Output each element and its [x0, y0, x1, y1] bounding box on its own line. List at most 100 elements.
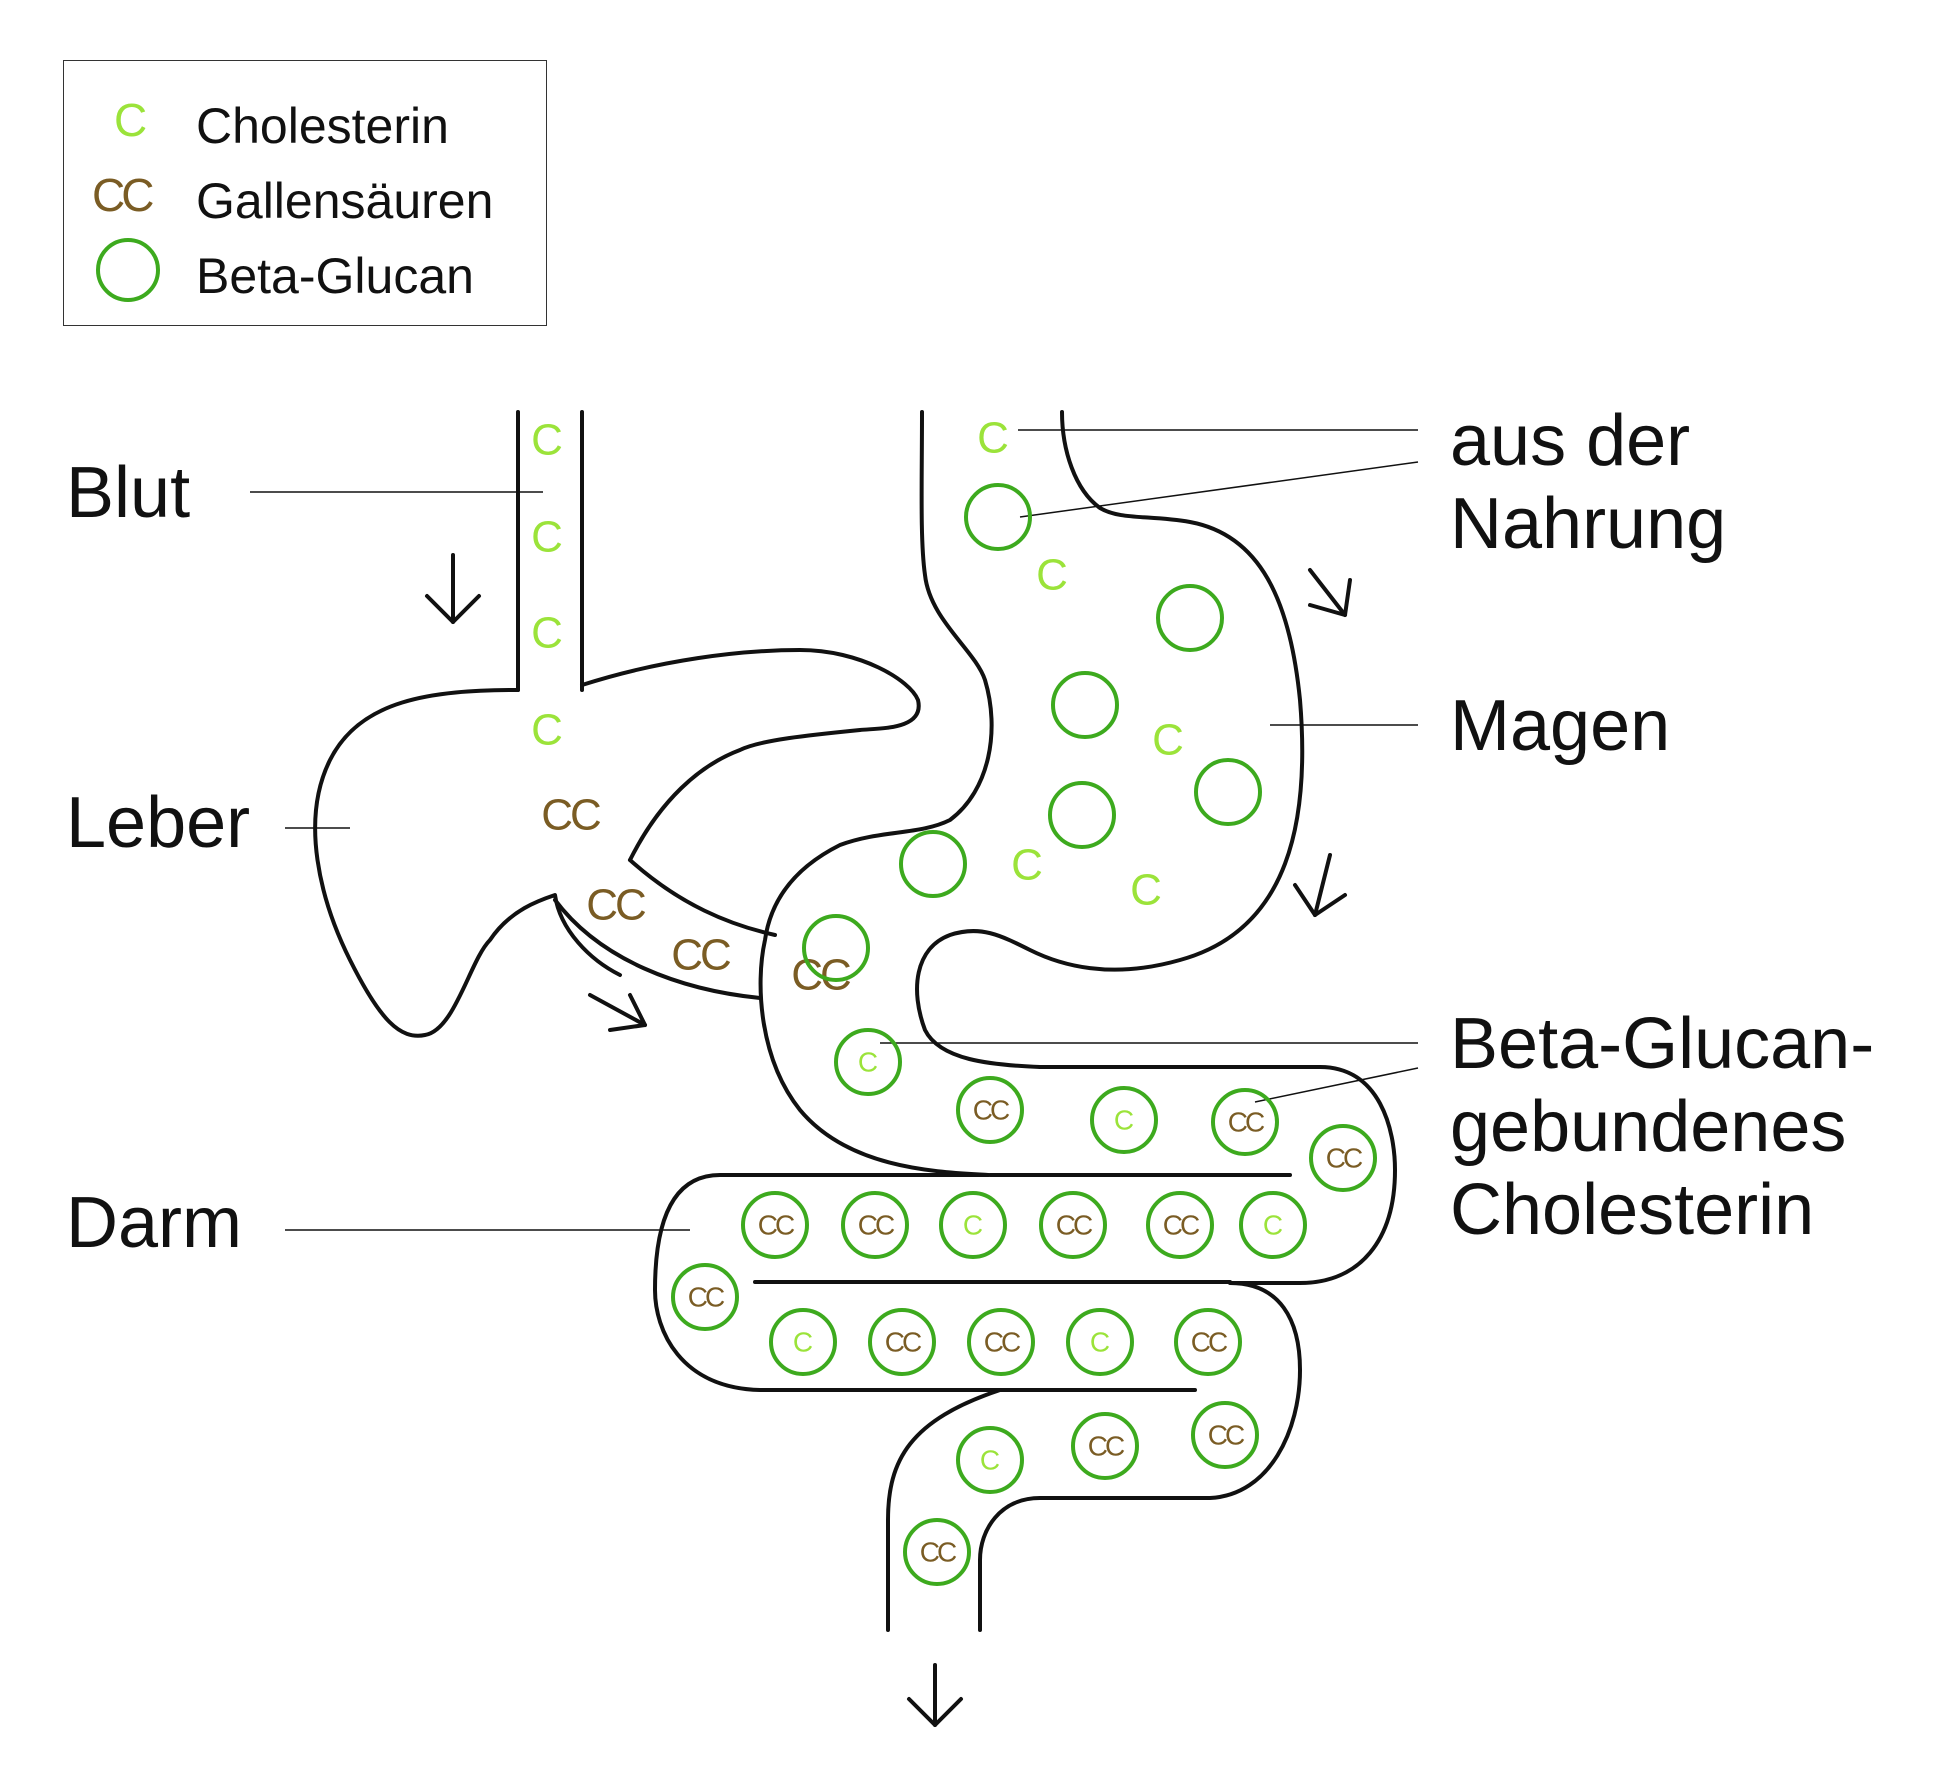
legend-bile-acid-label: Gallensäuren: [196, 173, 494, 229]
bound-bile-acid-glyph: CC: [1228, 1107, 1265, 1138]
legend-row-beta-glucan: Beta-Glucan: [64, 238, 546, 304]
cholesterol-molecule: C: [531, 513, 563, 562]
cholesterol-molecule: C: [531, 706, 563, 755]
legend-bile-acid-glyph: CC: [92, 169, 154, 221]
beta-glucan-bound-bile-acid: [1211, 1088, 1279, 1156]
bound-cholesterol-glyph: C: [980, 1445, 1000, 1476]
bile-acid-molecule: CC: [586, 881, 646, 930]
beta-glucan-molecule: [964, 483, 1032, 551]
beta-glucan-bound-bile-acid: [841, 1191, 909, 1259]
bound-cholesterol-glyph: C: [1263, 1210, 1283, 1241]
beta-glucan-symbol-icon: [92, 238, 162, 302]
bound-bile-acid-glyph: CC: [858, 1210, 895, 1241]
bound-bile-acid-glyph: CC: [1208, 1420, 1245, 1451]
cholesterol-molecule: C: [1011, 841, 1043, 890]
beta-glucan-bound-bile-acid: [1071, 1412, 1139, 1480]
intestine-lower-left: [886, 1388, 1002, 1632]
label-intestine-text: Darm: [66, 1183, 242, 1263]
legend: C Cholesterin CC Gallensäuren Beta-Gluca…: [63, 60, 547, 326]
label-liver-text: Leber: [66, 783, 251, 863]
intestine-top-loop: [978, 1065, 1397, 1632]
label-bound-line3: Cholesterin: [1450, 1169, 1815, 1250]
beta-glucan-molecule: [899, 830, 967, 898]
leader-bound-2: [1254, 1067, 1419, 1103]
beta-glucan-bound-cholesterol: [1066, 1308, 1134, 1376]
cholesterol-molecule: C: [977, 414, 1009, 463]
cholesterol-molecule: C: [531, 609, 563, 658]
cholesterol-molecule: C: [1036, 551, 1068, 600]
intestine-middle-band: [653, 1173, 1197, 1392]
bound-bile-acid-glyph: CC: [885, 1327, 922, 1358]
flow-arrows: [425, 553, 1352, 1727]
label-stomach: Magen: [1450, 685, 1670, 768]
beta-glucan-bound-cholesterol: [834, 1028, 902, 1096]
bile-acid-symbol-icon: CC: [92, 166, 162, 226]
bile-acid-molecule: CC: [671, 931, 731, 980]
beta-glucan-molecule: [1048, 781, 1116, 849]
bile-duct-lower: [553, 898, 762, 1000]
legend-row-cholesterol: C Cholesterin: [64, 91, 546, 154]
beta-glucan-bound-bile-acid: [956, 1076, 1024, 1144]
label-food-line2: Nahrung: [1450, 483, 1727, 564]
beta-glucan-bound-bile-acid: [1039, 1191, 1107, 1259]
arrow-down-blood-icon: [425, 553, 481, 624]
label-food-line1: aus der: [1450, 401, 1691, 481]
beta-glucan-bound-bile-acid: [967, 1308, 1035, 1376]
liver-upper-lobe: [580, 648, 921, 862]
label-from-food: aus der Nahrung: [1450, 400, 1726, 566]
label-blood: Blut: [66, 452, 190, 535]
cholesterol-symbol-icon: C: [92, 91, 162, 151]
beta-glucan-molecule: [1051, 671, 1119, 739]
beta-glucan-bound-cholesterol: [939, 1191, 1007, 1259]
beta-glucan-bound-bile-acid: [1191, 1401, 1259, 1469]
label-bound-line2: gebundenes: [1450, 1086, 1847, 1167]
bile-duct-upper: [628, 858, 777, 937]
beta-glucan-molecule: [1156, 584, 1224, 652]
stomach-inner-wall: [915, 410, 1305, 1069]
bound-bile-acid-glyph: CC: [984, 1327, 1021, 1358]
beta-glucan-molecule: [802, 914, 870, 982]
liver-outline: [313, 688, 622, 1038]
bound-cholesterol-glyph: C: [1114, 1105, 1134, 1136]
label-liver: Leber: [66, 782, 250, 865]
organ-outlines: [313, 410, 1397, 1632]
legend-cholesterol-glyph: C: [114, 94, 148, 146]
beta-glucan-bound-bile-acid: [1174, 1308, 1242, 1376]
bound-cholesterol-glyph: C: [793, 1327, 813, 1358]
beta-glucan-bound-bile-acid: [903, 1518, 971, 1586]
label-blood-text: Blut: [66, 453, 191, 533]
arrow-bile-duct-icon: [588, 993, 647, 1032]
bound-bile-acid-glyph: CC: [1056, 1210, 1093, 1241]
legend-row-bile-acids: CC Gallensäuren: [64, 166, 546, 229]
legend-cholesterol-label: Cholesterin: [196, 98, 449, 154]
beta-glucan-bound-bile-acid: [868, 1308, 936, 1376]
label-stomach-text: Magen: [1450, 686, 1671, 766]
bound-cholesterol-glyph: C: [1090, 1327, 1110, 1358]
beta-glucan-bound-bile-acid: [1309, 1124, 1377, 1192]
beta-glucan-bound-cholesterol: [1239, 1191, 1307, 1259]
cholesterol-molecule: C: [531, 416, 563, 465]
arrow-stomach-lower-icon: [1293, 853, 1347, 917]
bound-bile-acid-glyph: CC: [1191, 1327, 1228, 1358]
beta-glucan-bound-bile-acid: [671, 1263, 739, 1331]
bile-acid-molecule: CC: [541, 791, 601, 840]
label-bound-cholesterol: Beta-Glucan- gebundenes Cholesterin: [1450, 1003, 1874, 1251]
leader-lines: [250, 429, 1419, 1231]
legend-beta-glucan-label: Beta-Glucan: [196, 248, 474, 304]
bound-bile-acid-glyph: CC: [973, 1095, 1010, 1126]
label-bound-line1: Beta-Glucan-: [1450, 1004, 1875, 1084]
bound-bile-acid-glyph: CC: [688, 1282, 725, 1313]
beta-glucan-molecule: [1194, 758, 1262, 826]
bound-bile-acid-glyph: CC: [920, 1537, 957, 1568]
leader-food-2: [1019, 461, 1419, 518]
beta-glucan-bound-bile-acid: [1146, 1191, 1214, 1259]
beta-glucan-bound-cholesterol: [769, 1308, 837, 1376]
stomach-outer-wall: [758, 410, 994, 1177]
bound-bile-acid-glyph: CC: [1088, 1431, 1125, 1462]
arrow-down-exit-icon: [907, 1663, 963, 1727]
cholesterol-molecule: C: [1130, 866, 1162, 915]
bound-bile-acid-glyph: CC: [758, 1210, 795, 1241]
bound-cholesterol-glyph: C: [858, 1047, 878, 1078]
